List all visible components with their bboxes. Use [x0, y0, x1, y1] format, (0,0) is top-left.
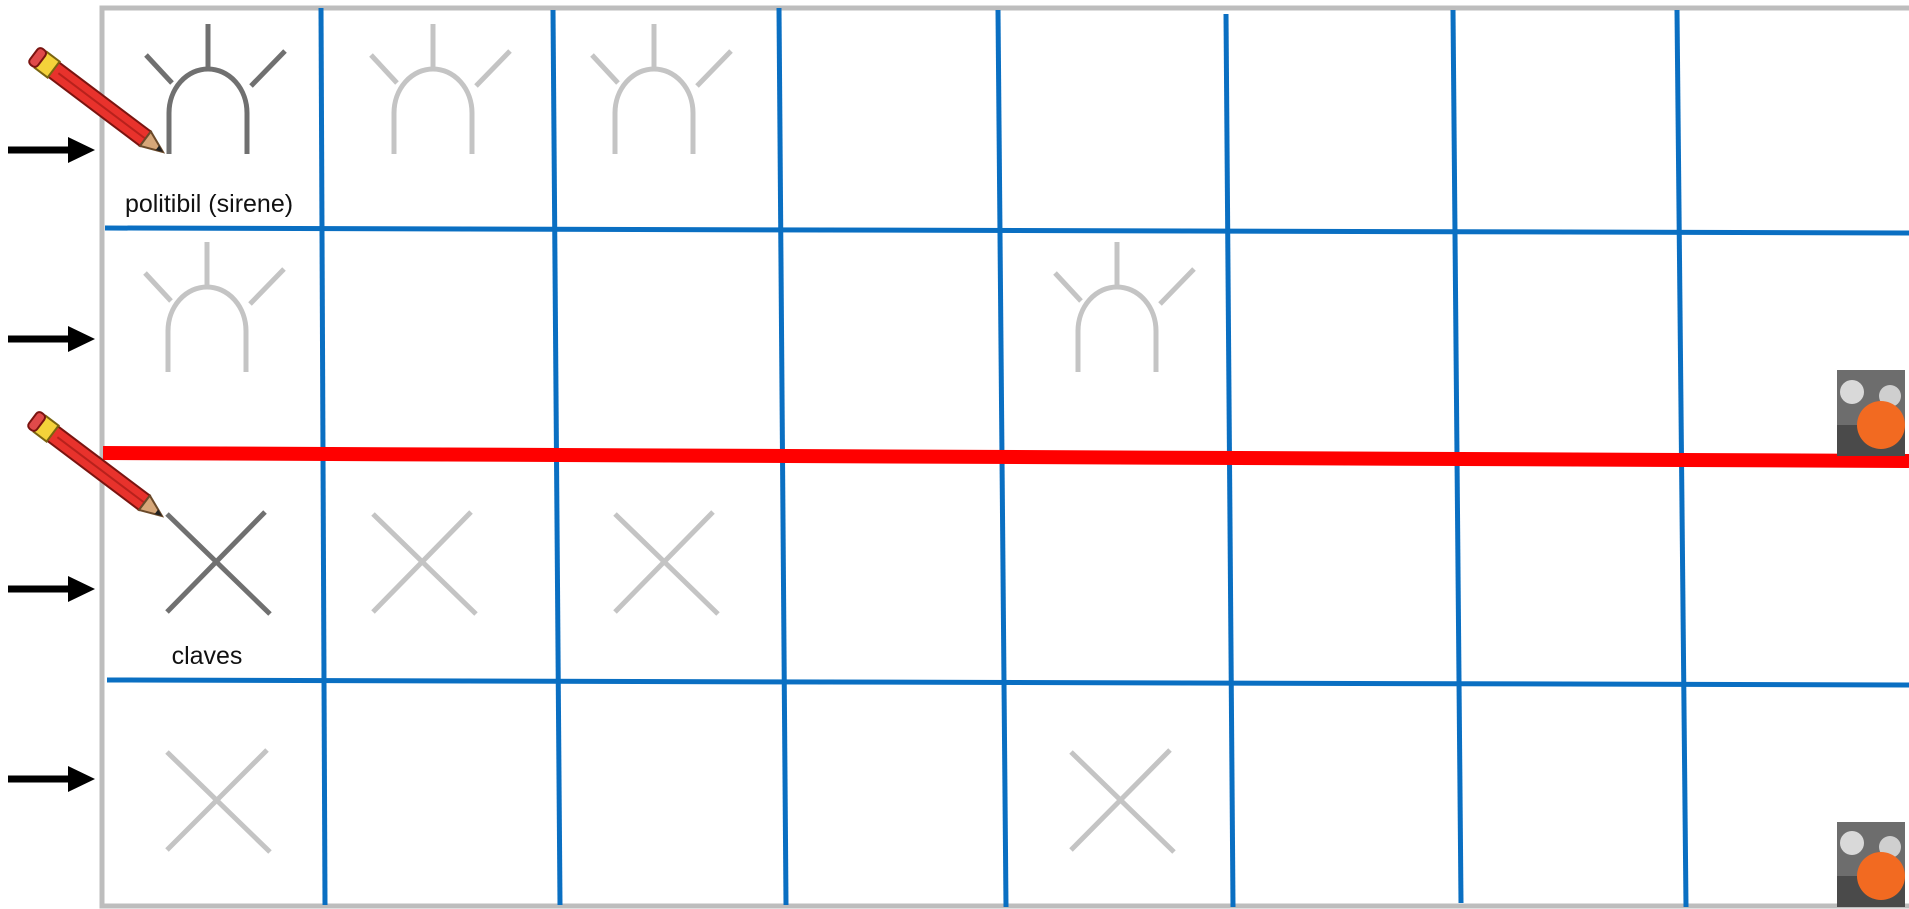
row-label-politibil: politibil (sirene): [125, 190, 293, 218]
cross-icon: [1071, 750, 1174, 852]
grid-line-h2: [107, 680, 1909, 685]
section-separator-line: [103, 453, 1909, 461]
row-arrow-icon: [8, 766, 95, 792]
siren-icon: [592, 24, 731, 154]
row-arrow-icon: [8, 137, 95, 163]
siren-icon: [145, 242, 284, 372]
row-arrow-icon: [8, 326, 95, 352]
row-arrow-icon: [8, 576, 95, 602]
siren-icon: [146, 24, 285, 154]
siren-icon: [371, 24, 510, 154]
photo-thumbnail: [1837, 822, 1905, 907]
siren-icon: [1055, 242, 1194, 372]
row-label-claves: claves: [172, 642, 243, 670]
cross-icon: [167, 750, 270, 852]
cross-icon: [373, 512, 476, 614]
pencil-icon: [27, 411, 168, 524]
photo-thumbnail: [1837, 370, 1905, 456]
cross-icon: [167, 512, 270, 614]
pencil-icon: [28, 47, 169, 160]
grid-line-h1: [105, 228, 1909, 233]
cross-icon: [615, 512, 718, 614]
